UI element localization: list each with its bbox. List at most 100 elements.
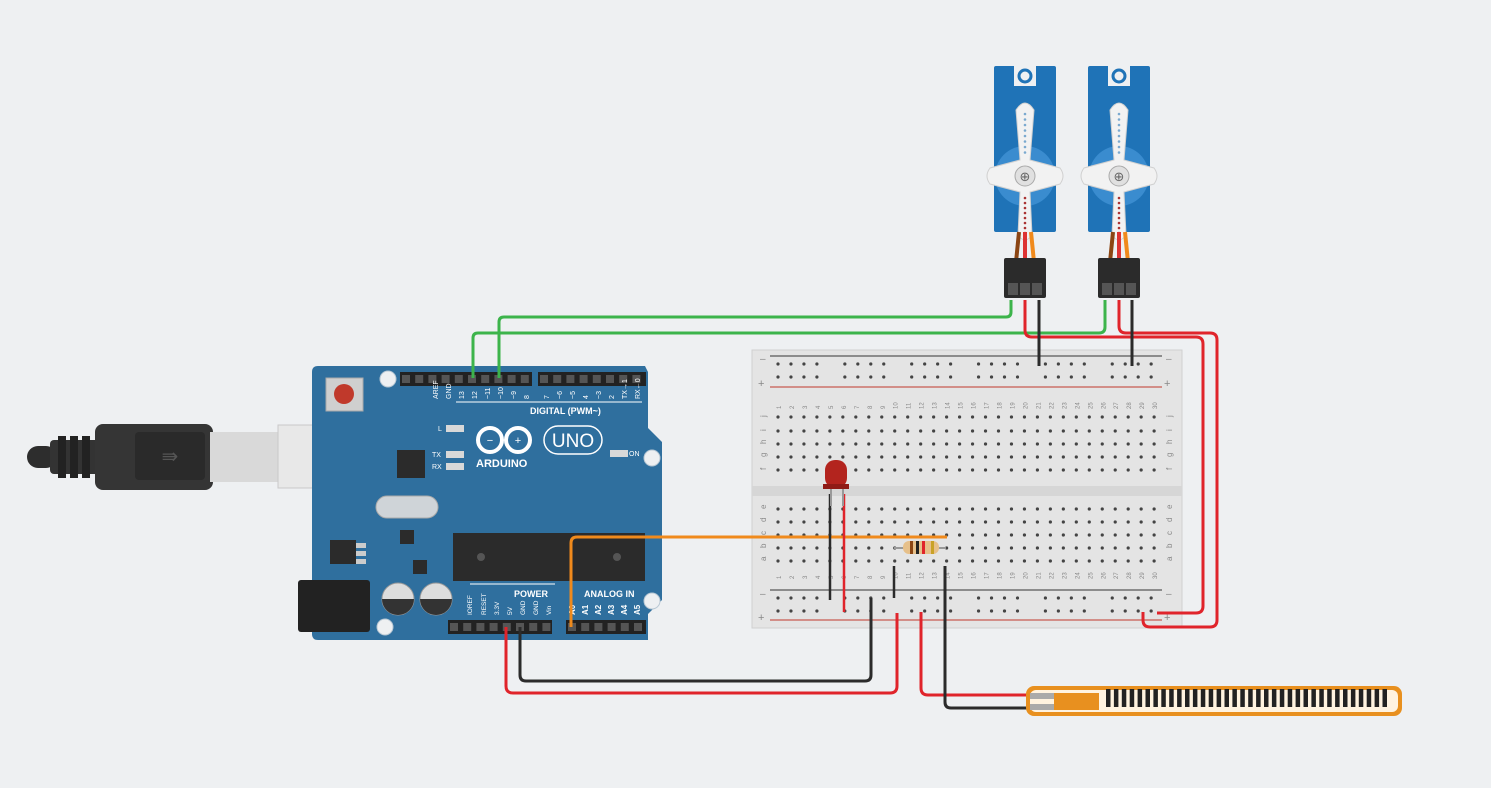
terminal-hole[interactable] xyxy=(1022,507,1027,511)
terminal-hole[interactable] xyxy=(970,429,975,433)
terminal-hole[interactable] xyxy=(970,468,975,472)
terminal-hole[interactable] xyxy=(983,520,988,524)
rail-hole[interactable] xyxy=(976,609,981,613)
rail-hole[interactable] xyxy=(869,375,873,379)
rail-hole[interactable] xyxy=(1043,609,1047,613)
rail-hole[interactable] xyxy=(923,362,927,366)
rail-hole[interactable] xyxy=(882,362,886,366)
terminal-hole[interactable] xyxy=(802,520,806,524)
terminal-hole[interactable] xyxy=(919,455,923,459)
wire-servo1-signal[interactable] xyxy=(497,300,1013,378)
terminal-hole[interactable] xyxy=(867,442,871,446)
terminal-hole[interactable] xyxy=(1113,559,1117,563)
breadboard[interactable]: – + – + – + – + 112233445566778899101011… xyxy=(751,349,1183,629)
terminal-hole[interactable] xyxy=(1074,546,1078,550)
terminal-hole[interactable] xyxy=(841,429,845,433)
terminal-hole[interactable] xyxy=(880,468,884,472)
terminal-hole[interactable] xyxy=(945,507,949,511)
rail-hole[interactable] xyxy=(949,609,953,613)
header-pin[interactable] xyxy=(594,623,603,631)
header-pin[interactable] xyxy=(620,623,629,631)
terminal-hole[interactable] xyxy=(1126,559,1130,563)
rail-hole[interactable] xyxy=(815,596,819,600)
terminal-hole[interactable] xyxy=(802,468,806,472)
terminal-hole[interactable] xyxy=(1126,455,1130,459)
terminal-hole[interactable] xyxy=(1126,468,1130,472)
rail-hole[interactable] xyxy=(1015,609,1020,613)
terminal-hole[interactable] xyxy=(828,442,832,446)
terminal-hole[interactable] xyxy=(776,520,780,524)
terminal-hole[interactable] xyxy=(841,455,845,459)
terminal-hole[interactable] xyxy=(1074,507,1078,511)
terminal-hole[interactable] xyxy=(1048,455,1052,459)
terminal-hole[interactable] xyxy=(1126,507,1130,511)
rail-hole[interactable] xyxy=(789,362,793,366)
header-pin[interactable] xyxy=(607,623,616,631)
terminal-hole[interactable] xyxy=(932,507,936,511)
terminal-hole[interactable] xyxy=(932,415,936,419)
terminal-hole[interactable] xyxy=(957,559,962,563)
terminal-hole[interactable] xyxy=(789,520,793,524)
terminal-hole[interactable] xyxy=(893,429,897,433)
rail-hole[interactable] xyxy=(882,596,886,600)
rail-hole[interactable] xyxy=(989,375,994,379)
terminal-hole[interactable] xyxy=(957,455,962,459)
header-pin[interactable] xyxy=(476,623,485,631)
terminal-hole[interactable] xyxy=(945,468,949,472)
header-pin[interactable] xyxy=(481,375,490,383)
terminal-hole[interactable] xyxy=(789,468,793,472)
terminal-hole[interactable] xyxy=(945,559,949,563)
rail-hole[interactable] xyxy=(1123,375,1127,379)
rail-hole[interactable] xyxy=(1110,375,1114,379)
terminal-hole[interactable] xyxy=(1126,415,1130,419)
terminal-hole[interactable] xyxy=(1035,429,1039,433)
terminal-hole[interactable] xyxy=(1113,455,1117,459)
terminal-hole[interactable] xyxy=(893,559,897,563)
rail-hole[interactable] xyxy=(789,596,793,600)
header-pin[interactable] xyxy=(402,375,410,383)
terminal-hole[interactable] xyxy=(1035,546,1039,550)
terminal-hole[interactable] xyxy=(1126,546,1130,550)
terminal-hole[interactable] xyxy=(802,429,806,433)
rail-hole[interactable] xyxy=(1043,375,1047,379)
terminal-hole[interactable] xyxy=(1009,455,1014,459)
terminal-hole[interactable] xyxy=(932,559,936,563)
rail-hole[interactable] xyxy=(1123,596,1127,600)
terminal-hole[interactable] xyxy=(1087,507,1091,511)
header-pin[interactable] xyxy=(553,375,562,383)
header-pin[interactable] xyxy=(592,375,601,383)
terminal-hole[interactable] xyxy=(970,533,975,537)
terminal-hole[interactable] xyxy=(1074,520,1078,524)
terminal-hole[interactable] xyxy=(983,415,988,419)
rail-hole[interactable] xyxy=(1015,596,1020,600)
terminal-hole[interactable] xyxy=(1009,415,1014,419)
terminal-hole[interactable] xyxy=(932,520,936,524)
wire-servo2-power[interactable] xyxy=(1117,300,1219,629)
header-pin[interactable] xyxy=(489,623,498,631)
rail-hole[interactable] xyxy=(1056,596,1060,600)
terminal-hole[interactable] xyxy=(789,429,793,433)
terminal-hole[interactable] xyxy=(945,415,949,419)
terminal-hole[interactable] xyxy=(789,455,793,459)
terminal-hole[interactable] xyxy=(1009,559,1014,563)
terminal-hole[interactable] xyxy=(1022,546,1027,550)
terminal-hole[interactable] xyxy=(906,507,910,511)
terminal-hole[interactable] xyxy=(919,468,923,472)
rail-hole[interactable] xyxy=(1149,596,1153,600)
terminal-hole[interactable] xyxy=(1100,429,1104,433)
terminal-hole[interactable] xyxy=(1061,468,1065,472)
arduino-uno-board[interactable]: L TX RX ON − + ARDUINO UNO DIGITAL (PWM~… xyxy=(298,366,662,640)
rail-hole[interactable] xyxy=(989,596,994,600)
rail-hole[interactable] xyxy=(1069,375,1073,379)
terminal-hole[interactable] xyxy=(1035,507,1039,511)
rail-hole[interactable] xyxy=(1136,362,1140,366)
terminal-hole[interactable] xyxy=(1113,415,1117,419)
rail-hole[interactable] xyxy=(936,609,940,613)
rail-hole[interactable] xyxy=(1069,362,1073,366)
rail-hole[interactable] xyxy=(882,375,886,379)
terminal-hole[interactable] xyxy=(880,455,884,459)
terminal-hole[interactable] xyxy=(1113,533,1117,537)
terminal-hole[interactable] xyxy=(983,468,988,472)
terminal-hole[interactable] xyxy=(957,546,962,550)
header-pin[interactable] xyxy=(581,623,590,631)
